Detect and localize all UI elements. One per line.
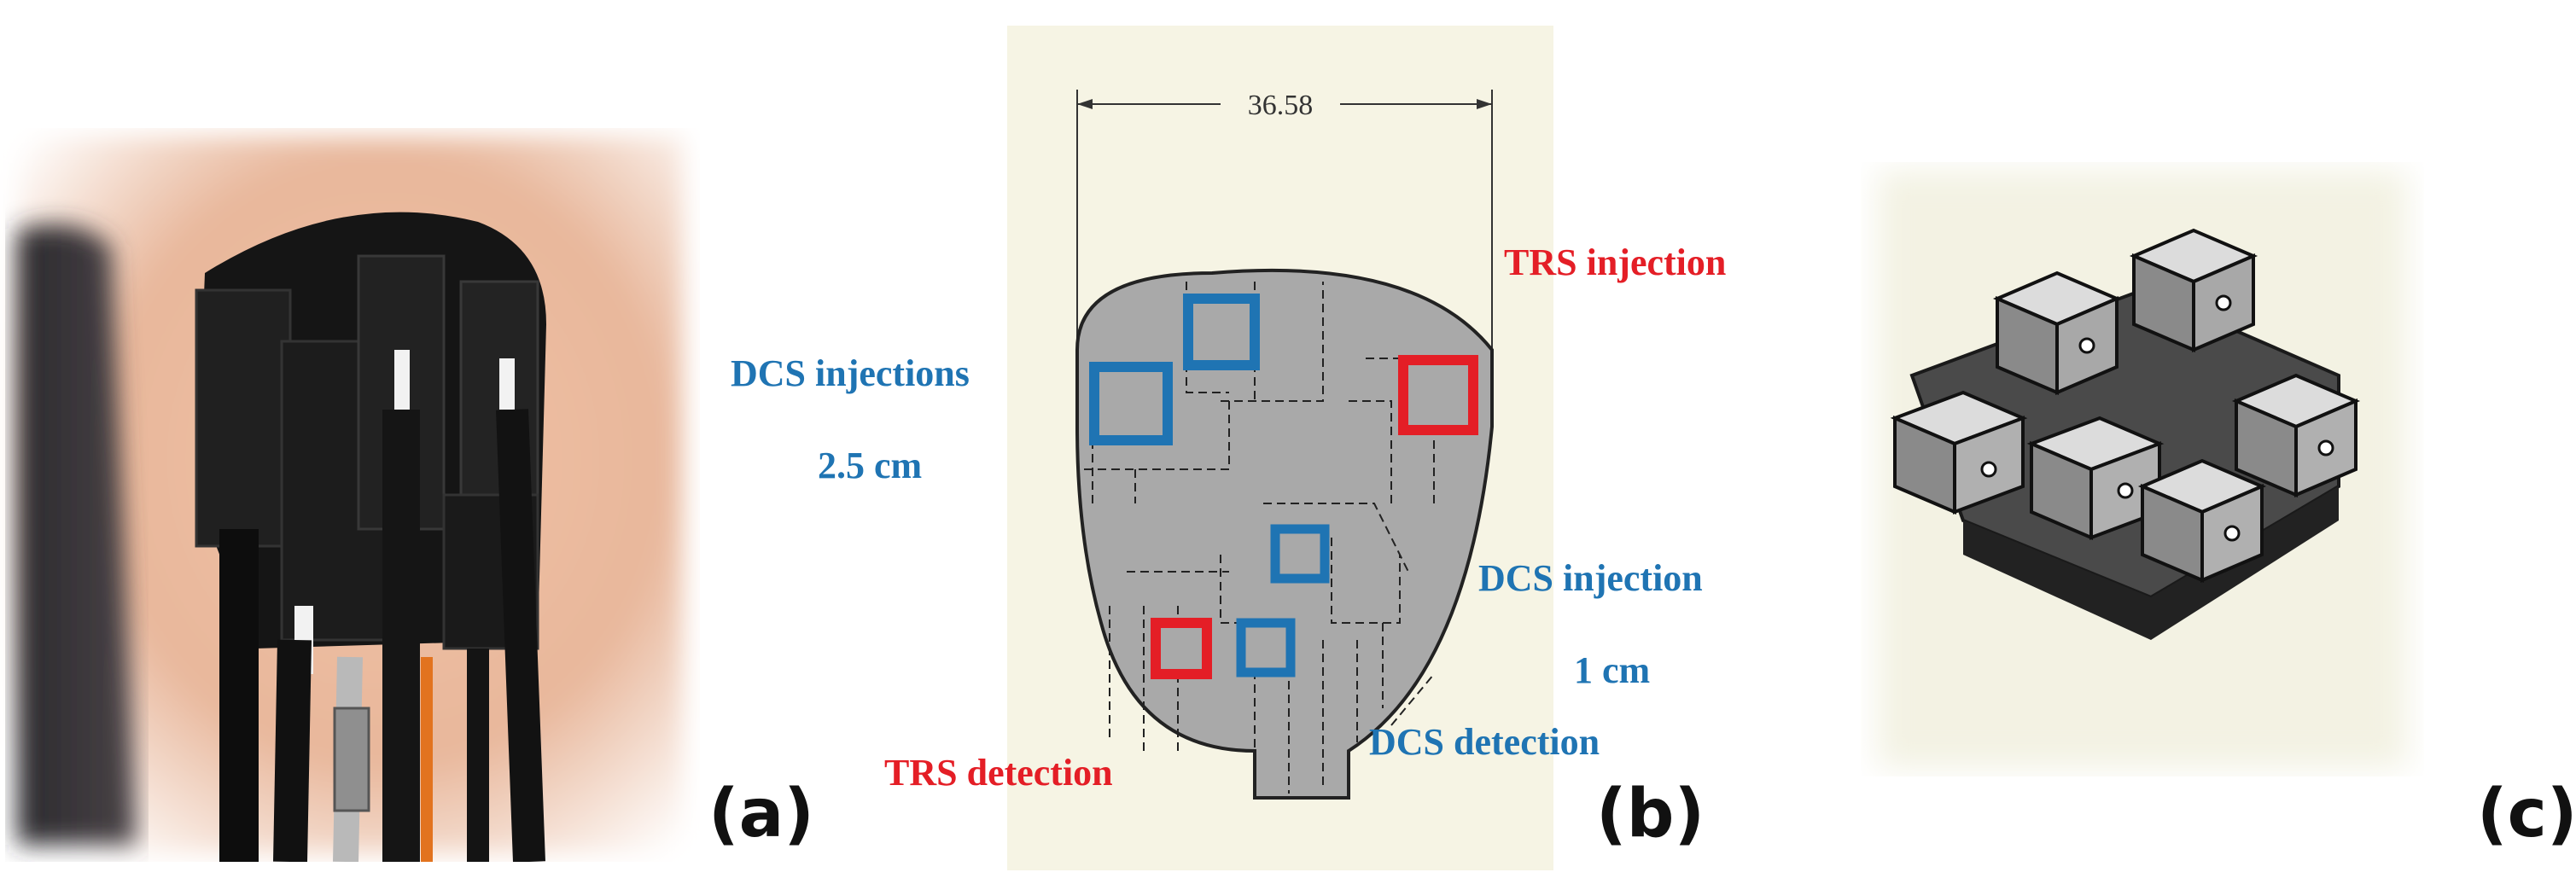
fiber-holes (1980, 294, 2334, 542)
label-distance-1cm: 1 cm (1574, 649, 1651, 691)
panel-b: 36.58 (1007, 26, 1553, 870)
label-dcs-injection: DCS injection (1478, 557, 1703, 599)
label-trs-detection: TRS detection (884, 752, 1113, 794)
trs-injection-marker (1398, 355, 1478, 435)
panel-c (1861, 162, 2424, 776)
panel-label-c: (c) (2477, 776, 2576, 852)
probe-block (195, 288, 292, 548)
dcs-injection-marker (1183, 294, 1260, 370)
trs-detection-marker (1151, 618, 1212, 679)
dcs-injection-marker (1270, 524, 1330, 584)
probe-3d-render (1878, 171, 2407, 768)
probe-photo (17, 137, 683, 863)
dcs-detection-marker (1236, 618, 1296, 678)
label-dcs-detection: DCS detection (1369, 721, 1600, 763)
label-dcs-injections: DCS injections (731, 352, 970, 394)
label-trs-injection: TRS injection (1504, 241, 1727, 283)
dimension-value: 36.58 (1248, 90, 1314, 121)
label-distance-2-5cm: 2.5 cm (818, 445, 923, 486)
fiber-cable (496, 409, 545, 863)
panel-label-b: (b) (1596, 776, 1705, 852)
fiber-cable (273, 639, 312, 863)
panel-label-a: (a) (708, 776, 814, 852)
dcs-injection-marker (1089, 362, 1173, 445)
panel-a (0, 128, 700, 863)
fiber-ferrule (394, 350, 410, 410)
metal-connector (333, 707, 370, 812)
probe-drawing: 36.58 (1007, 26, 1553, 870)
fiber-ferrule (499, 358, 515, 410)
